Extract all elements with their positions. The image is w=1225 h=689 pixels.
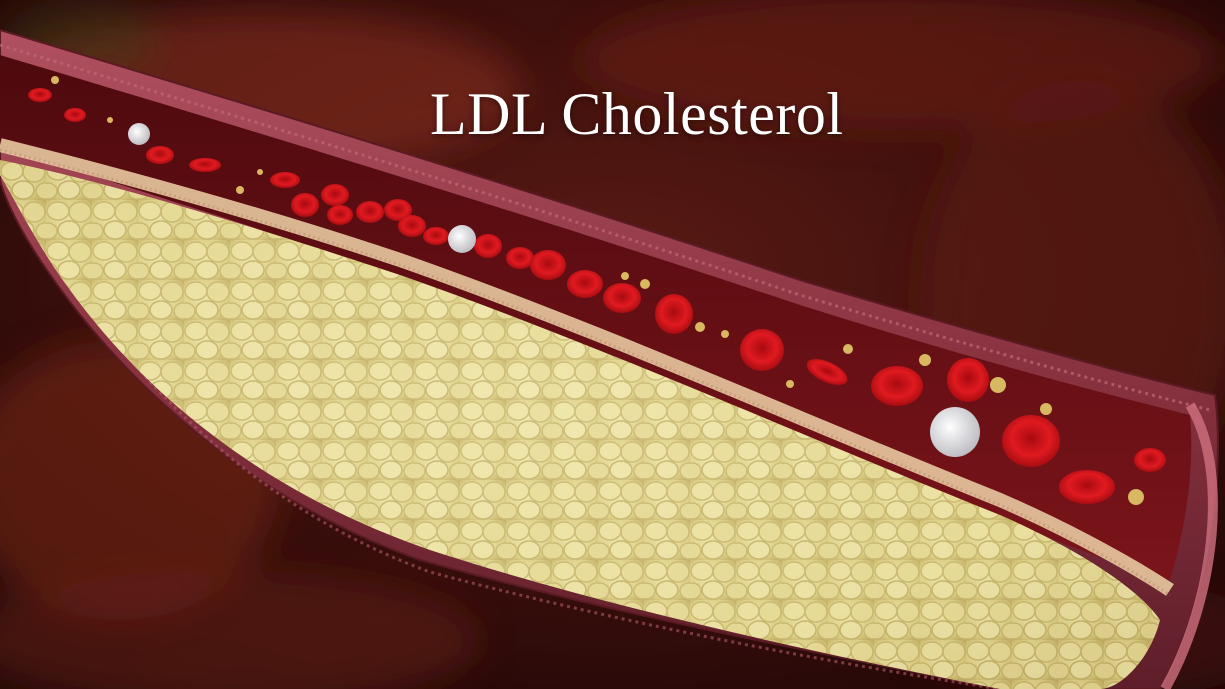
page-title: LDL Cholesterol bbox=[430, 81, 844, 147]
red-blood-cells bbox=[28, 88, 1166, 504]
blood-lumen bbox=[0, 55, 1192, 580]
lipid-particles bbox=[51, 76, 1144, 505]
white-blood-cells bbox=[128, 123, 980, 457]
